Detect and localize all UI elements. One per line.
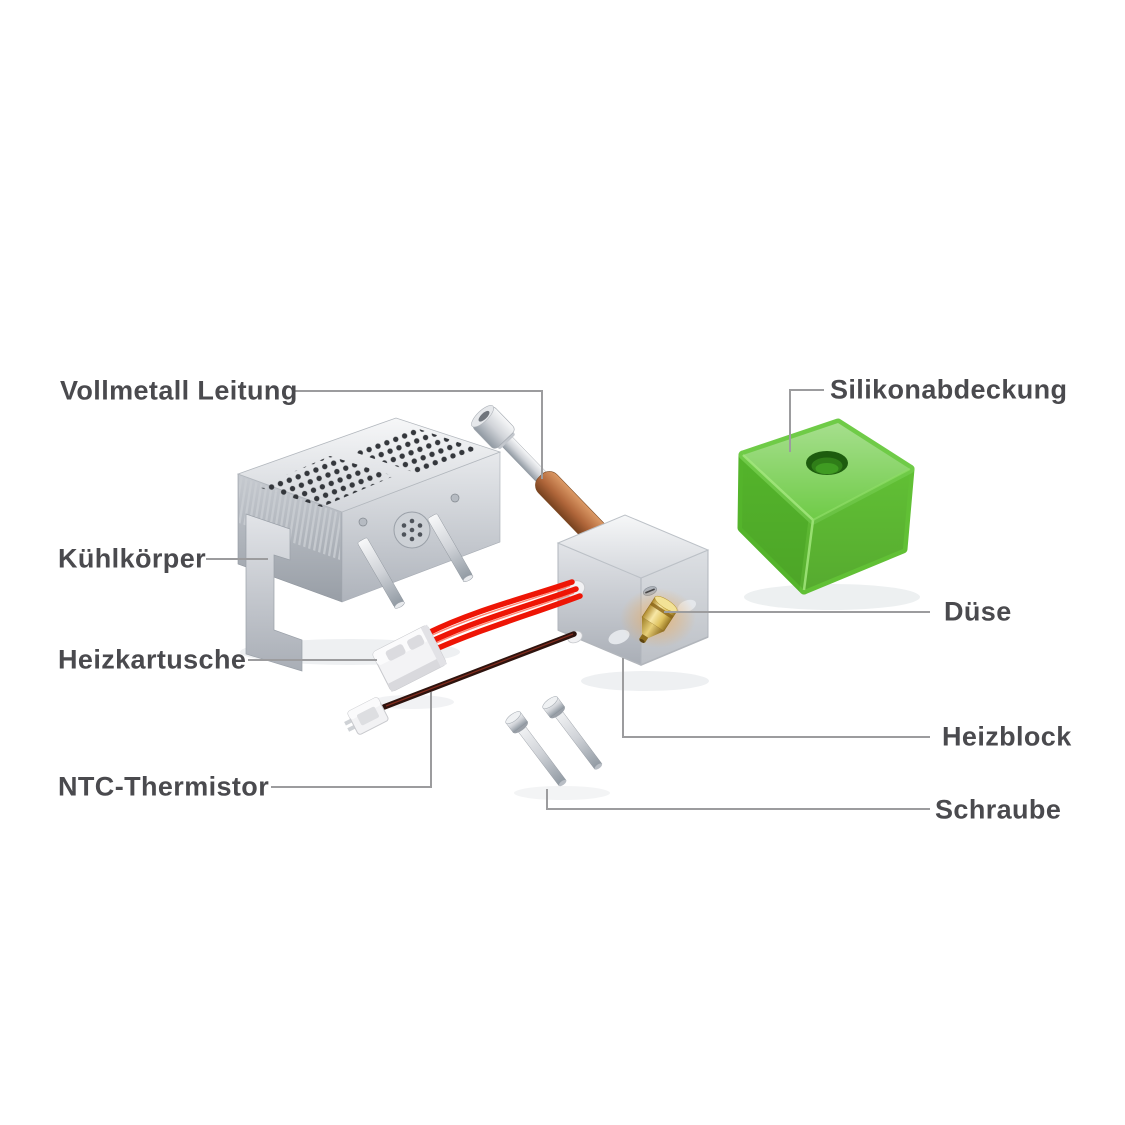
- label-duese: Düse: [944, 596, 1012, 627]
- label-kuehlkoerper: Kühlkörper: [58, 543, 207, 574]
- ntc-thermistor-part: [344, 630, 583, 735]
- leader-line-silikonabdeckung: [789, 389, 824, 452]
- screw: [505, 711, 567, 787]
- nozzle-part: [639, 595, 678, 643]
- heater-wire: [425, 579, 575, 636]
- screw: [542, 696, 603, 770]
- heatsink-rod: [427, 513, 474, 582]
- cartridge-connector: [372, 624, 447, 693]
- silicone-cover-part: [737, 418, 915, 595]
- label-ntc-thermistor: NTC-Thermistor: [58, 771, 270, 802]
- heater-wire: [433, 593, 583, 652]
- heatsink-part: [236, 417, 502, 672]
- label-schraube: Schraube: [935, 794, 1062, 825]
- label-silikonabdeckung: Silikonabdeckung: [830, 374, 1068, 405]
- leader-line-vollmetall-leitung: [295, 390, 543, 479]
- heater-wire: [429, 586, 579, 644]
- thermistor-connector: [344, 697, 389, 735]
- heater-cartridge-part: [372, 579, 586, 693]
- heatsink-rod: [357, 537, 405, 609]
- screws-part: [505, 696, 603, 787]
- label-heizblock: Heizblock: [942, 721, 1072, 752]
- leader-lines: [206, 389, 930, 810]
- label-heizkartusche: Heizkartusche: [58, 644, 247, 675]
- leader-line-heizblock: [622, 658, 930, 738]
- leader-line-ntc-thermistor: [271, 692, 432, 788]
- leader-line-schraube: [546, 789, 930, 810]
- label-vollmetall-leitung: Vollmetall Leitung: [60, 375, 298, 406]
